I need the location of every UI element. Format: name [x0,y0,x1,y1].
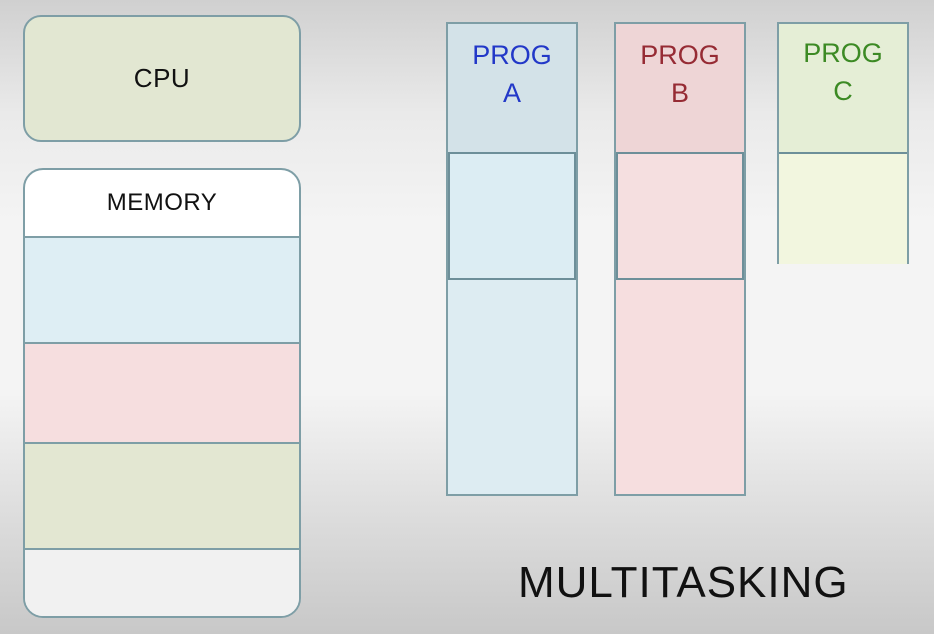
memory-segment-prog-a [25,238,299,344]
program-b-label-line2: B [670,78,689,108]
memory-header: MEMORY [25,170,299,238]
cpu-box: CPU [23,15,301,142]
memory-box: MEMORY [23,168,301,618]
program-b-column: PROG B [614,22,746,496]
program-c-header: PROG C [779,24,907,152]
program-c-active-block [779,152,907,264]
program-a-header: PROG A [448,24,576,152]
program-c-label-line2: C [833,76,853,106]
memory-segment-free [25,550,299,616]
program-a-label-line1: PROG [472,40,552,70]
memory-segment-prog-c [25,444,299,550]
cpu-label: CPU [133,63,191,93]
program-c-column: PROG C [777,22,909,264]
memory-segment-prog-b [25,344,299,444]
program-b-label-line1: PROG [640,40,720,70]
program-a-column: PROG A [446,22,578,496]
program-a-active-block [448,152,576,280]
memory-title: MEMORY [106,189,218,216]
program-b-header: PROG B [616,24,744,152]
program-a-label-line2: A [502,78,521,108]
program-c-label-line1: PROG [803,38,883,68]
program-b-active-block [616,152,744,280]
slide-title: MULTITASKING [518,558,849,607]
